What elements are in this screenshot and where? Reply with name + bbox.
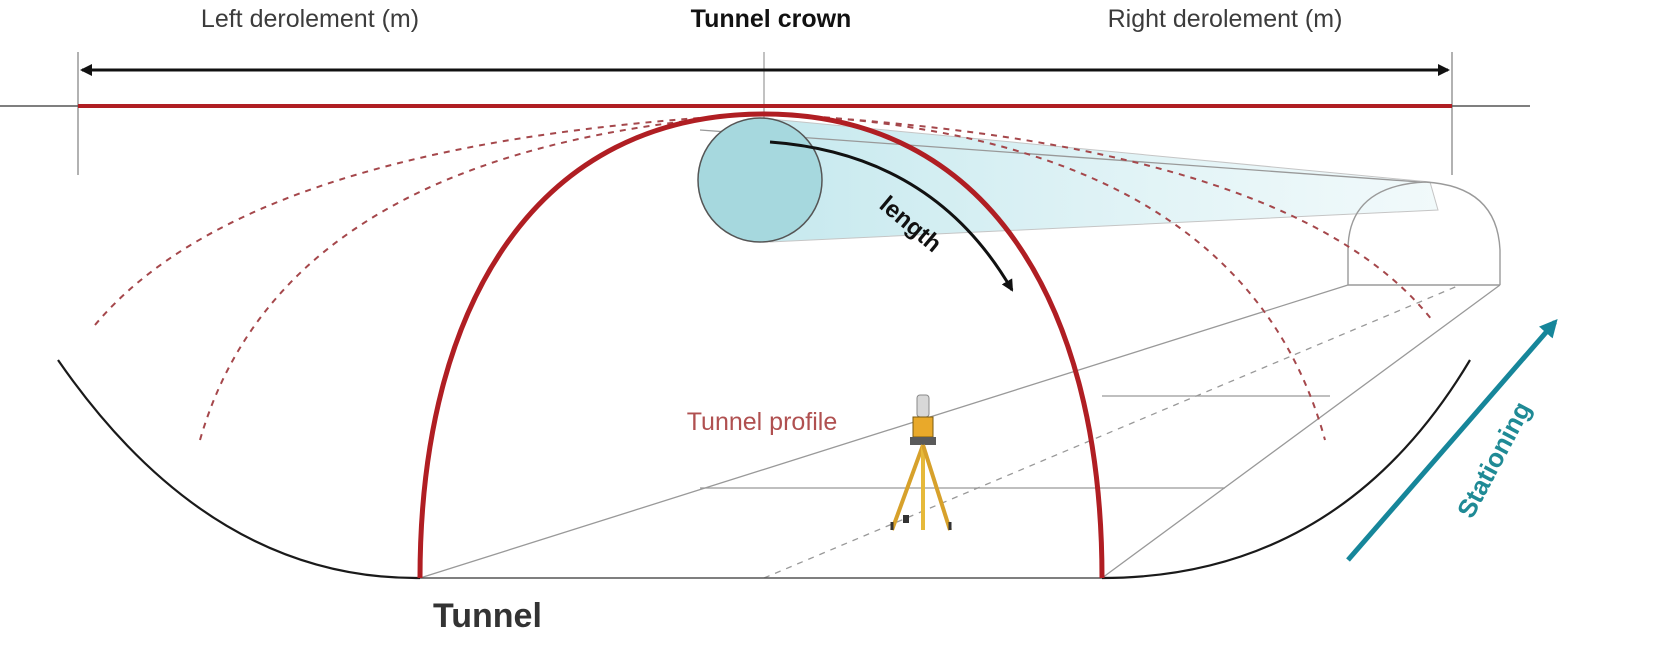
stationing-label: Stationing	[1451, 397, 1537, 523]
total-station-tripod-icon	[890, 394, 952, 531]
perspective-lines	[419, 129, 1501, 579]
tunnel-crown-label: Tunnel crown	[691, 5, 852, 33]
tunnel-label: Tunnel	[433, 597, 542, 635]
right-developed-arc	[1101, 359, 1471, 580]
far-tunnel-section	[1347, 181, 1501, 286]
left-developed-arc	[57, 359, 421, 580]
stationing-arrow	[1346, 318, 1558, 562]
left-derolement-label: Left derolement (m)	[201, 5, 419, 33]
tunnel-profile-arc	[417, 111, 1105, 579]
tunnel-profile-label: Tunnel profile	[687, 408, 838, 436]
dashed-unrolling-arcs	[94, 113, 1433, 441]
scan-beam	[759, 117, 1439, 243]
length-arrow	[769, 140, 1014, 292]
right-derolement-label: Right derolement (m)	[1108, 5, 1343, 33]
scan-circle	[697, 117, 823, 243]
